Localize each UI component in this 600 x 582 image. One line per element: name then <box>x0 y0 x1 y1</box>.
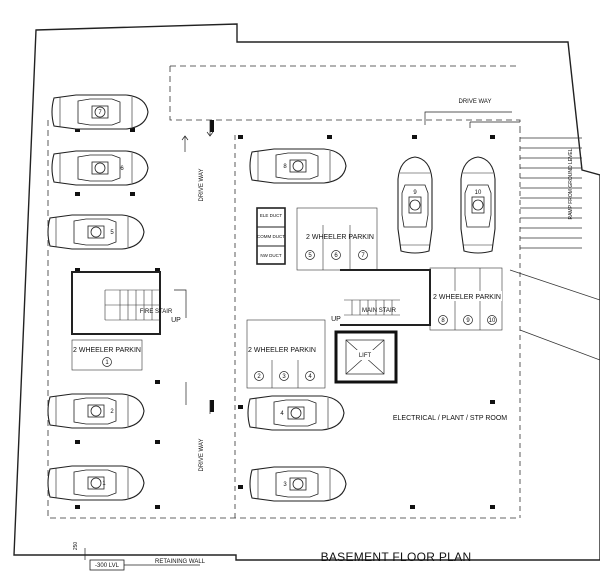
up-arrow-label: UP <box>171 317 181 324</box>
parking-bay-2[interactable]: 2 <box>47 393 145 429</box>
plan-title: BASEMENT FLOOR PLAN <box>321 550 472 564</box>
bike-slot-7: 7 <box>361 253 365 259</box>
bay-number: 8 <box>283 164 287 170</box>
parking-bay-6[interactable]: 6 <box>51 150 149 186</box>
lift-label: LIFT <box>359 353 372 359</box>
bay-number: 6 <box>120 166 124 172</box>
bike-slot-4: 4 <box>308 374 312 380</box>
bay-number: 10 <box>475 190 482 196</box>
two-wheeler-top-label: 2 WHEELER PARKIN <box>306 234 374 241</box>
elec-duct-label: ELE DUCT <box>260 213 283 218</box>
fire-stair: FIRE STAIR UP <box>71 271 181 335</box>
bay-number: 1 <box>102 481 106 487</box>
ramp-stripes <box>520 137 582 249</box>
two-wheeler-left-label: 2 WHEELER PARKIN <box>73 347 141 354</box>
ramp-edge-lower <box>519 329 600 361</box>
parking-bay-8[interactable]: 8 <box>249 148 347 184</box>
bike-slot-8: 8 <box>441 318 445 324</box>
parking-bay-5[interactable]: 5 <box>47 214 145 250</box>
structural-columns <box>75 120 495 509</box>
comm-duct-label: COMM DUCT <box>257 234 285 239</box>
two-wheeler-right-label: 2 WHEELER PARKIN <box>433 294 501 301</box>
up-arrow-label: UP <box>331 316 341 323</box>
bay-number: 2 <box>110 409 114 415</box>
main-stair: MAIN STAIR UP <box>331 269 431 326</box>
retaining-wall-label: RETAINING WALL <box>155 559 206 565</box>
lift-core: LIFT <box>334 330 398 384</box>
two-wheeler-left: 2 WHEELER PARKIN 1 <box>71 339 143 371</box>
bay-number: 9 <box>413 190 417 196</box>
electrical-room-label: ELECTRICAL / PLANT / STP ROOM <box>393 415 507 422</box>
bay-number: 7 <box>98 110 102 116</box>
parking-bay-10[interactable]: 10 <box>460 156 496 254</box>
bay-number: 3 <box>283 482 287 488</box>
bike-slot-3: 3 <box>282 374 286 380</box>
fire-stair-label: FIRE STAIR <box>140 309 173 315</box>
bike-slot-5: 5 <box>308 253 312 259</box>
drive-way-left-top-label: DRIVE WAY <box>199 168 205 201</box>
drive-way-top-label: DRIVE WAY <box>458 99 491 105</box>
parking-bay-7[interactable]: 7 <box>51 94 149 130</box>
bike-slot-9: 9 <box>466 318 470 324</box>
duct-block: ELE DUCT COMM DUCT NW DUCT <box>256 207 286 265</box>
driveway-line-top <box>169 66 521 128</box>
bike-slot-2: 2 <box>257 374 261 380</box>
main-stair-label: MAIN STAIR <box>362 308 397 314</box>
bay-number: 4 <box>280 411 284 417</box>
bike-slot-1: 1 <box>105 360 109 366</box>
bike-slot-10: 10 <box>489 318 496 324</box>
two-wheeler-right: 2 WHEELER PARKIN 8 9 10 <box>429 267 503 331</box>
parking-bay-9[interactable]: 9 <box>397 156 433 254</box>
nw-duct-label: NW DUCT <box>260 253 281 258</box>
two-wheeler-mid: 2 WHEELER PARKIN 2 3 4 <box>246 319 326 389</box>
parking-bay-1[interactable]: 1 <box>47 465 145 501</box>
flow-arrows <box>174 111 520 414</box>
bay-number: 5 <box>110 230 114 236</box>
drive-way-left-bottom-label: DRIVE WAY <box>199 438 205 471</box>
two-wheeler-mid-label: 2 WHEELER PARKIN <box>248 347 316 354</box>
dimension-label: 250 <box>73 542 79 551</box>
two-wheeler-top: 2 WHEELER PARKIN 5 6 7 <box>296 207 378 271</box>
ramp-edge <box>509 269 600 301</box>
level-label: -300 LVL <box>95 563 120 569</box>
driveway-line-outer <box>47 120 520 519</box>
parking-bay-3[interactable]: 3 <box>249 466 347 502</box>
bike-slot-6: 6 <box>334 253 338 259</box>
parking-bay-4[interactable]: 4 <box>247 395 345 431</box>
site-boundary <box>13 23 600 561</box>
ramp-label: RAMP FROM GROUND LEVEL <box>568 148 574 219</box>
